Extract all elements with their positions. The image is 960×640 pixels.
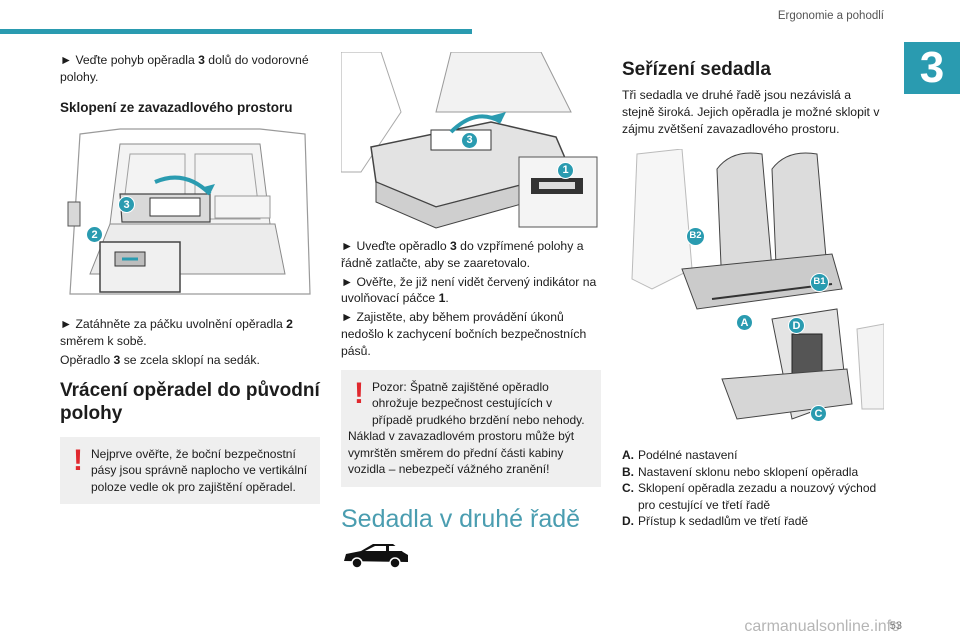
warning-icon: ! bbox=[73, 443, 83, 477]
marker-d: D bbox=[788, 317, 805, 335]
instruction-bullet: ► Veďte pohyb opěradla 3 dolů do vodorov… bbox=[60, 53, 309, 84]
marker-2: 2 bbox=[86, 226, 103, 244]
section-heading: Sedadla v druhé řadě bbox=[341, 504, 581, 533]
illustration-trunk-fold: 3 2 bbox=[60, 124, 320, 307]
warning-icon: ! bbox=[354, 376, 364, 410]
intro-paragraph: Tři sedadla ve druhé řadě jsou nezávislá… bbox=[622, 88, 880, 136]
warning-text: Nejprve ověřte, že boční bezpečnostní pá… bbox=[91, 446, 308, 494]
instruction-bullet: ► Ověřte, že již není vidět červený indi… bbox=[341, 274, 597, 306]
legend-item: A.Podélné nastavení bbox=[622, 448, 738, 463]
car-icon bbox=[341, 541, 601, 574]
marker-a: A bbox=[736, 314, 753, 332]
marker-1: 1 bbox=[557, 162, 574, 179]
header-accent-bar bbox=[0, 29, 472, 34]
column-3: Seřízení sedadla Tři sedadla ve druhé řa… bbox=[622, 52, 884, 530]
illustration-second-row-seats: B2 B1 A D C bbox=[622, 149, 884, 440]
marker-c: C bbox=[810, 405, 827, 423]
instruction-bullet: ► Zatáhněte za páčku uvolnění opěradla 2… bbox=[60, 317, 293, 349]
chapter-title: Ergonomie a pohodlí bbox=[777, 10, 884, 22]
warning-box: ! Nejprve ověřte, že boční bezpečnostní … bbox=[60, 436, 320, 505]
marker-b1: B1 bbox=[810, 273, 829, 293]
section-heading: Vrácení opěradel do původní polohy bbox=[60, 379, 320, 424]
instruction-note: Opěradlo 3 se zcela sklopí na sedák. bbox=[60, 352, 260, 367]
section-heading: Seřízení sedadla bbox=[622, 59, 771, 80]
illustration-seat-raise: 3 1 bbox=[341, 52, 601, 230]
watermark: carmanualsonline.info bbox=[744, 618, 900, 635]
warning-text: Pozor: Špatně zajištěné opěradlo ohrožuj… bbox=[348, 379, 585, 477]
subsection-heading: Sklopení ze zavazadlového prostoru bbox=[60, 99, 293, 115]
instruction-bullet: ► Zajistěte, aby během provádění úkonů n… bbox=[341, 310, 587, 358]
page-number: 53 bbox=[889, 620, 902, 632]
marker-3: 3 bbox=[461, 132, 478, 149]
legend-item: B.Nastavení sklonu nebo sklopení opěradl… bbox=[622, 464, 859, 479]
warning-box: ! Pozor: Špatně zajištěné opěradlo ohrož… bbox=[341, 369, 601, 487]
chapter-number-badge: 3 bbox=[904, 42, 960, 94]
marker-b2: B2 bbox=[686, 227, 705, 247]
marker-3: 3 bbox=[118, 196, 135, 214]
legend-item: D.Přístup k sedadlům ve třetí řadě bbox=[622, 514, 809, 529]
legend-item: C.Sklopení opěradla zezadu a nouzový výc… bbox=[622, 481, 877, 512]
legend-list: A.Podélné nastavení B.Nastavení sklonu n… bbox=[622, 447, 884, 530]
instruction-bullet: ► Uveďte opěradlo 3 do vzpřímené polohy … bbox=[341, 239, 584, 270]
column-2: 3 1 ► Uveďte opěradlo 3 do vzpřímené pol… bbox=[341, 52, 601, 574]
column-1: ► Veďte pohyb opěradla 3 dolů do vodorov… bbox=[60, 52, 320, 505]
